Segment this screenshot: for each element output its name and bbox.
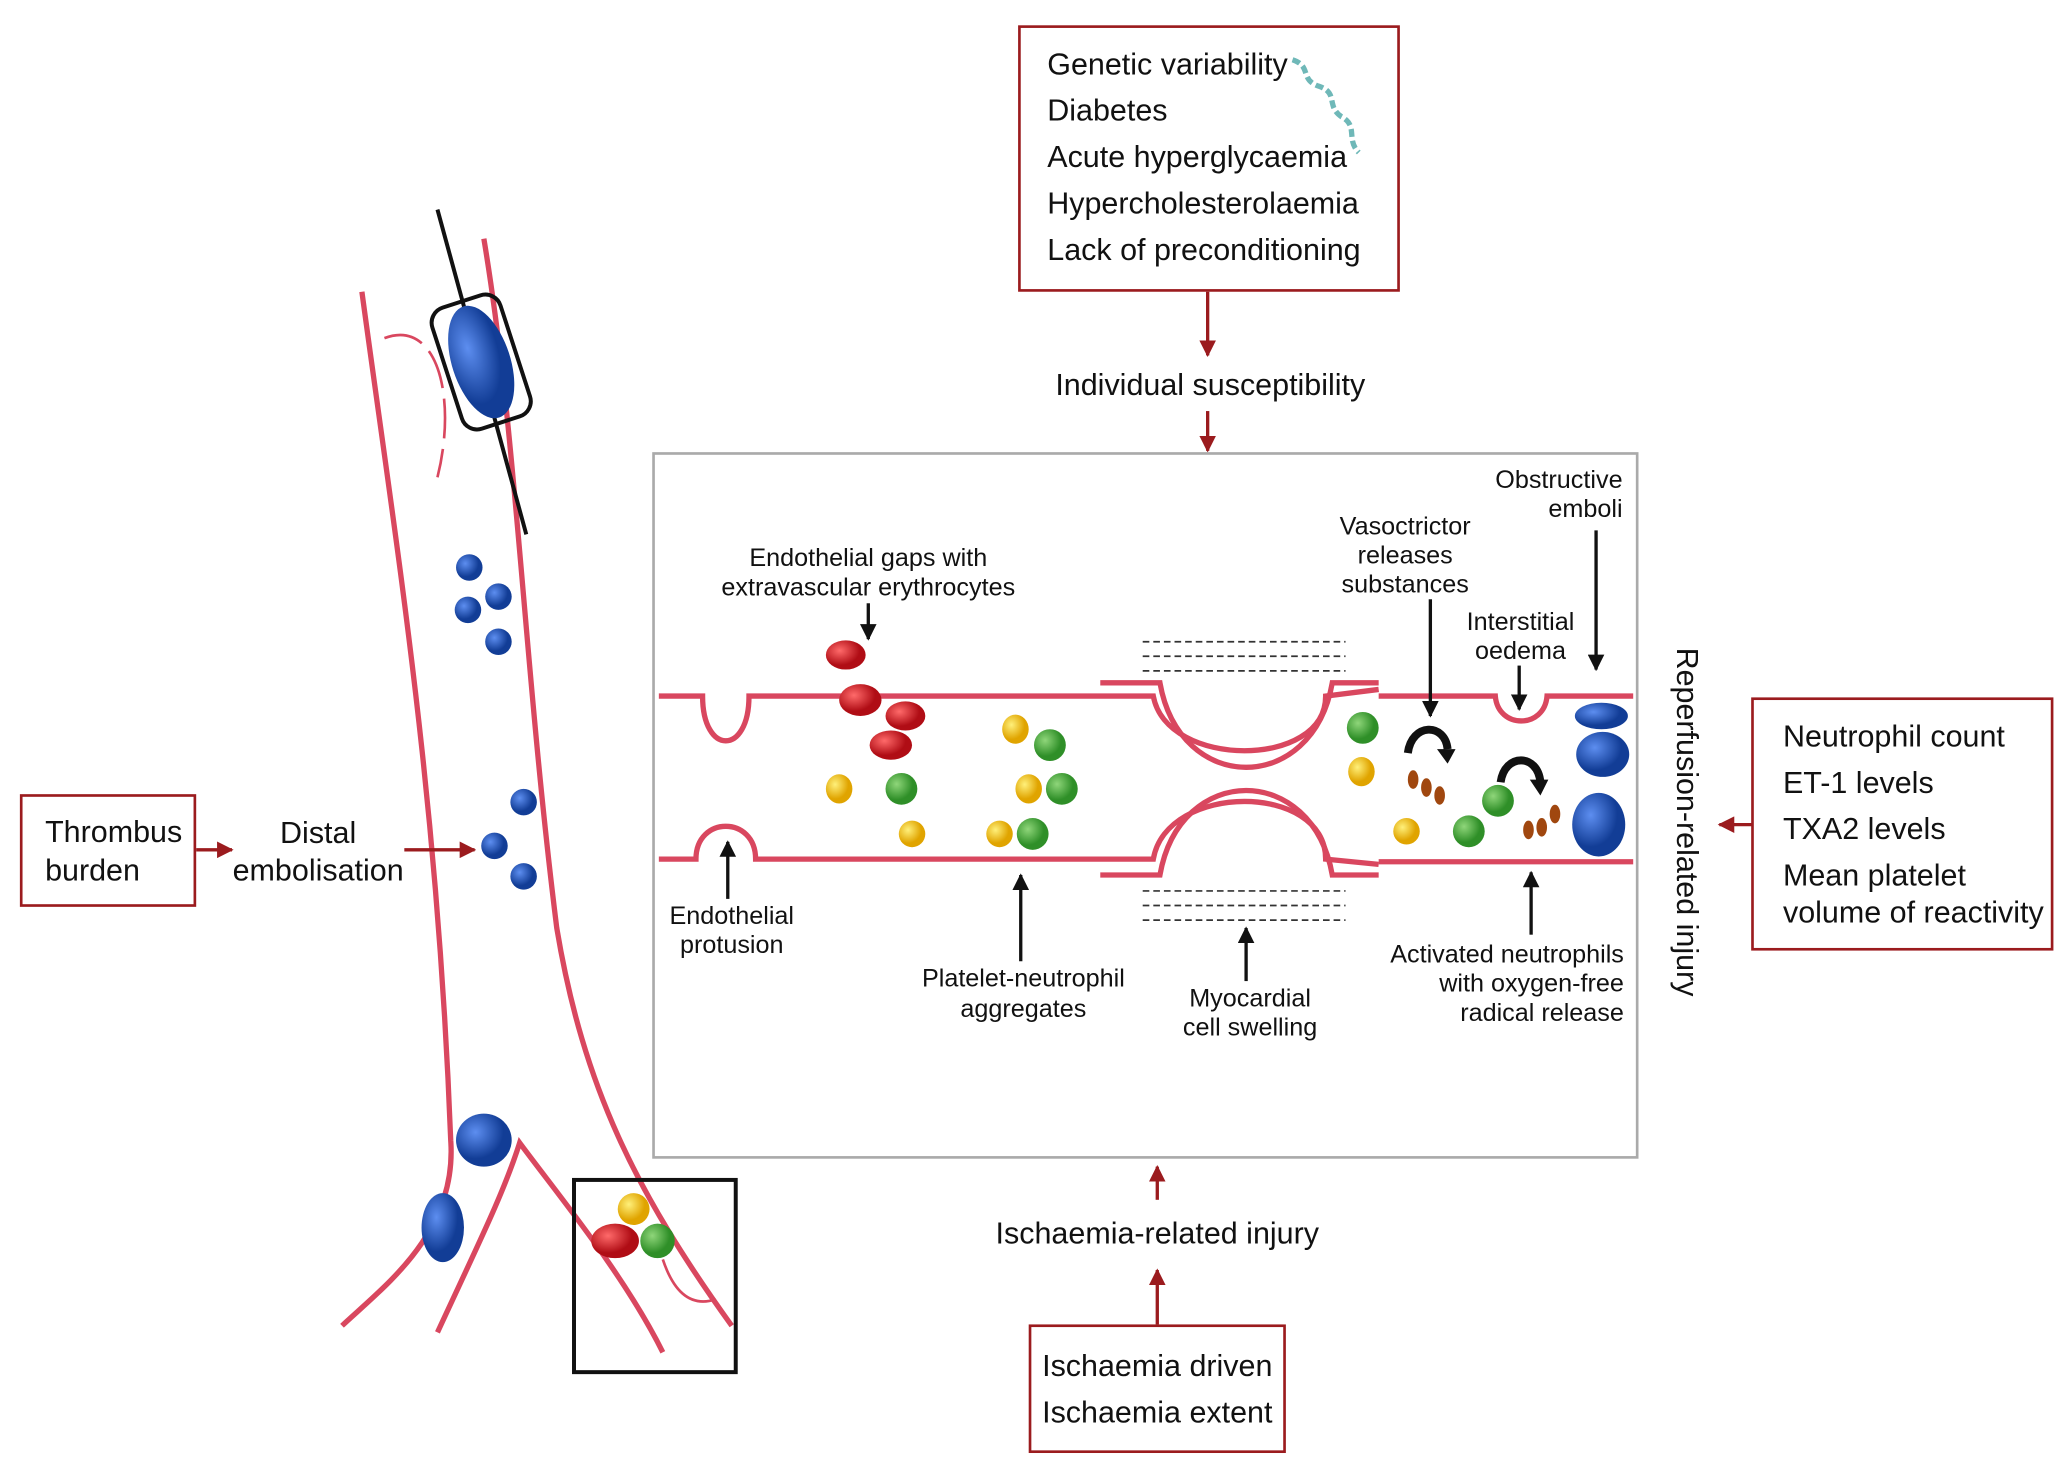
factor-mpv: Mean platelet	[1783, 859, 1966, 893]
ischaemia-injury-label: Ischaemia-related injury	[996, 1217, 1320, 1251]
factor-et1: ET-1 levels	[1783, 766, 1934, 800]
factor-hyperglycaemia: Acute hyperglycaemia	[1047, 140, 1347, 174]
burden-line: burden	[45, 853, 140, 887]
coronary-vessel	[340, 209, 738, 1375]
stent-icon	[429, 292, 533, 432]
reperfusion-box: Neutrophil count ET-1 levels TXA2 levels…	[1751, 697, 2054, 951]
factor-genetic: Genetic variability	[1047, 47, 1288, 81]
susceptibility-box: Genetic variability Diabetes Acute hyper…	[1018, 25, 1400, 292]
thrombus-box: Thrombus burden	[19, 794, 197, 907]
emboli	[421, 554, 537, 1263]
distal-label: Distal	[280, 816, 356, 850]
factor-diabetes: Diabetes	[1047, 94, 1167, 128]
factor-mpv-2: volume of reactivity	[1783, 896, 2045, 930]
factor-txa2: TXA2 levels	[1783, 812, 1946, 846]
zoom-region-box	[572, 1177, 738, 1375]
factor-hypercholesterolaemia: Hypercholesterolaemia	[1047, 187, 1359, 221]
myocardial-fibers	[1142, 640, 1346, 921]
curved-arrow-icon	[1403, 725, 1452, 754]
curved-arrow-icon	[1496, 756, 1545, 784]
cells	[825, 640, 1630, 857]
individual-susceptibility-label: Individual susceptibility	[1055, 368, 1366, 402]
factor-ischaemia-driven: Ischaemia driven	[1042, 1349, 1272, 1383]
factor-ischaemia-extent: Ischaemia extent	[1042, 1396, 1273, 1430]
factor-preconditioning: Lack of preconditioning	[1047, 233, 1360, 267]
factor-neutrophil: Neutrophil count	[1783, 719, 2005, 753]
thrombus-line: Thrombus	[45, 815, 182, 849]
ischaemia-box: Ischaemia driven Ischaemia extent	[1028, 1324, 1286, 1454]
dna-helix-icon	[1291, 57, 1361, 155]
embolisation-label: embolisation	[233, 853, 404, 887]
reperfusion-injury-label: Reperfusion-related injury	[1670, 648, 1704, 998]
